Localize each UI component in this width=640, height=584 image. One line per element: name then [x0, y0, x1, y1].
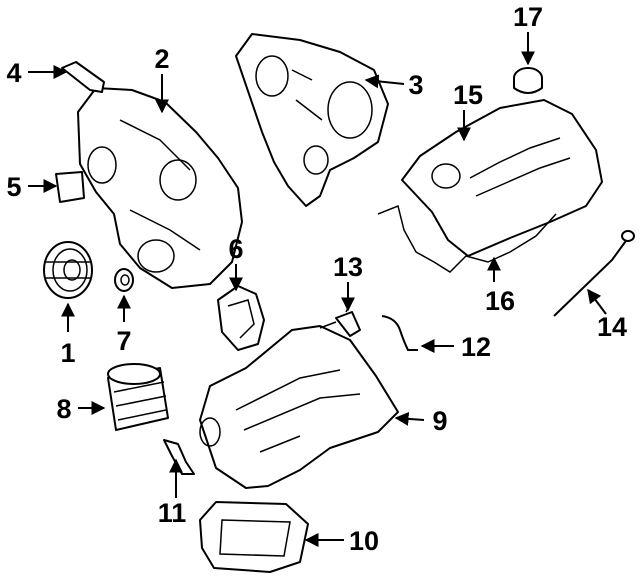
part-valve-cover-gasket [377, 204, 557, 273]
part-baffle [163, 439, 195, 475]
callout-16: 16 [485, 286, 515, 316]
callout-15: 15 [453, 80, 483, 110]
callout-17: 17 [513, 2, 543, 32]
callout-11: 11 [158, 498, 187, 528]
callout-12: 12 [461, 332, 491, 362]
callout-5: 5 [6, 172, 21, 202]
part-bracket [61, 61, 105, 93]
part-crankshaft-pulley [43, 241, 93, 299]
part-oil-filter [107, 363, 169, 431]
callout-3: 3 [408, 70, 423, 100]
callout-4: 4 [6, 58, 21, 88]
part-gasket [217, 285, 265, 351]
callout-14: 14 [597, 312, 627, 342]
part-oil-filler-cap [513, 67, 543, 94]
callout-10: 10 [349, 526, 379, 556]
part-lower-oil-pan [199, 501, 309, 573]
callout-13: 13 [333, 252, 363, 282]
part-tube [381, 315, 418, 351]
part-rear-timing-cover [235, 33, 389, 207]
callout-1: 1 [60, 338, 75, 368]
part-valve-cover [401, 99, 603, 257]
callout-9: 9 [432, 406, 447, 436]
part-oil-seal [114, 268, 134, 292]
part-oil-pan [199, 325, 399, 489]
part-dipstick [553, 230, 635, 317]
callout-7: 7 [116, 326, 131, 356]
part-cover-plate [55, 171, 85, 203]
callout-2: 2 [154, 44, 169, 74]
callout-leaders [28, 32, 607, 547]
callout-6: 6 [228, 234, 243, 264]
callout-8: 8 [56, 394, 71, 424]
part-timing-cover [77, 87, 243, 289]
